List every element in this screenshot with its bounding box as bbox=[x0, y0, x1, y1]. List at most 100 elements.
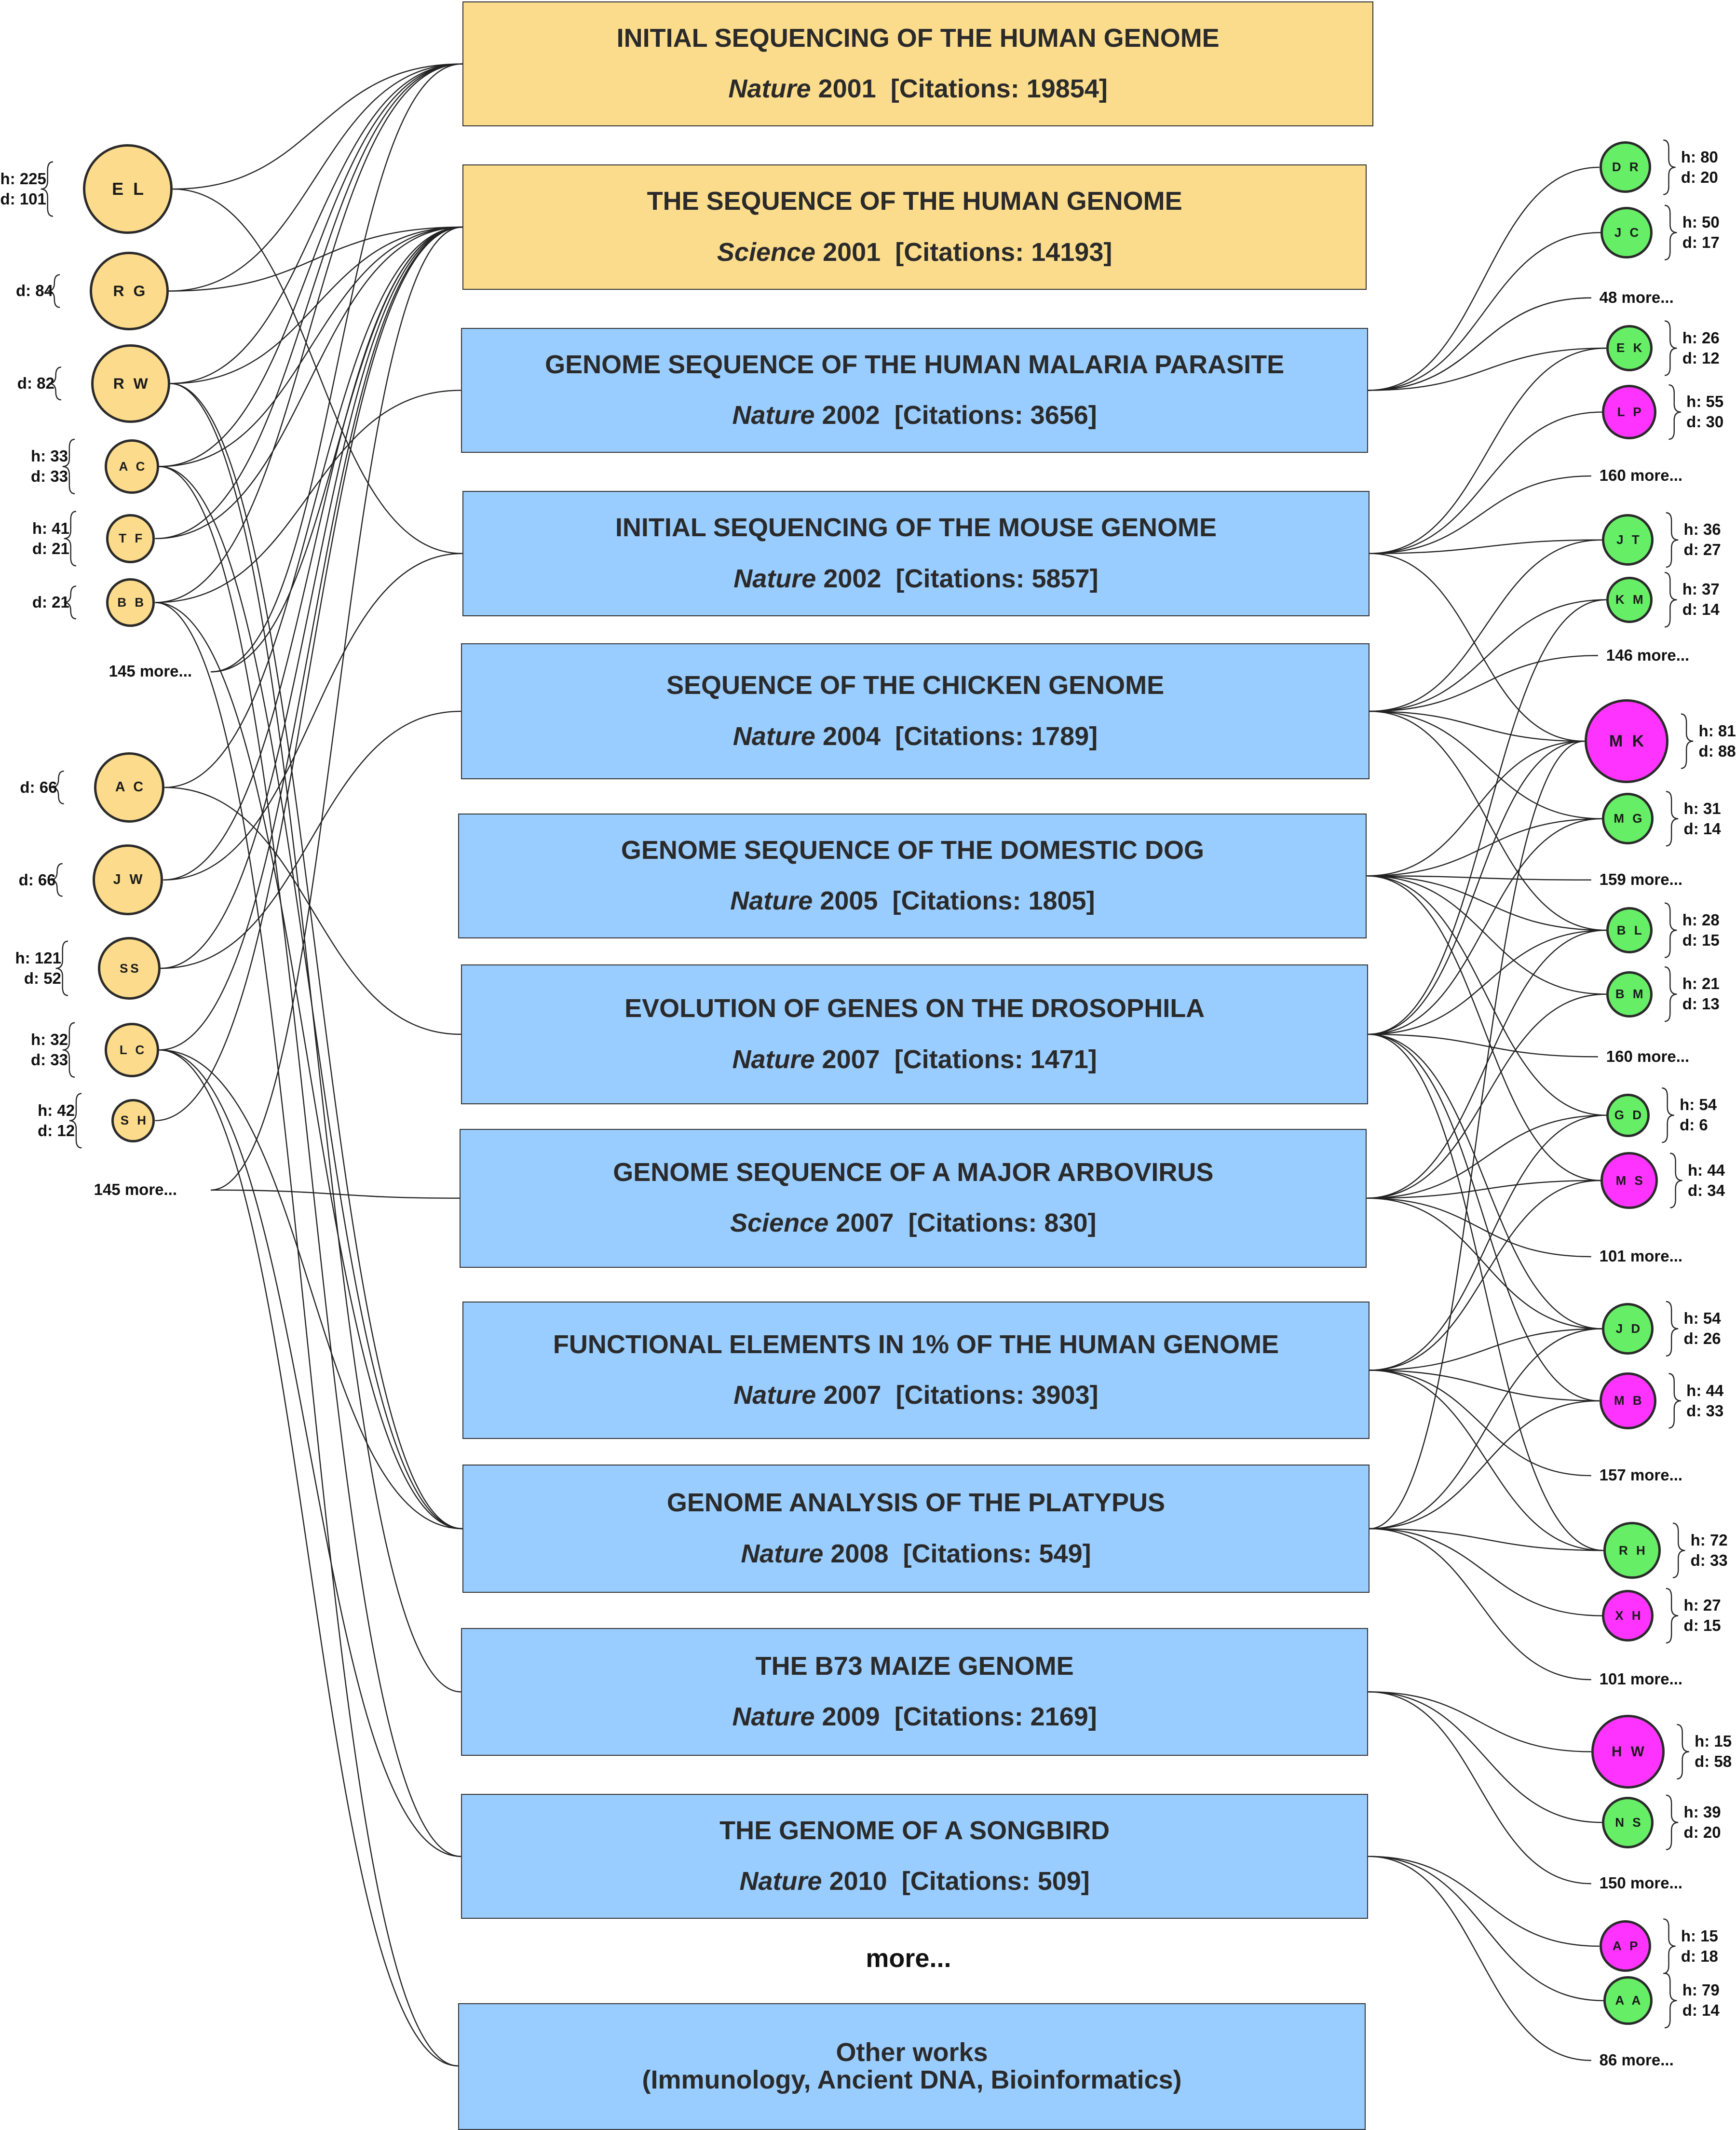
paper-journal: Nature bbox=[733, 1381, 816, 1410]
paper-meta: Nature 2002 [Citations: 3656] bbox=[732, 400, 1097, 430]
author-node[interactable]: R H bbox=[1603, 1521, 1661, 1579]
connection-line bbox=[1370, 1528, 1602, 1616]
author-node[interactable]: L C bbox=[105, 1022, 159, 1077]
author-degree: d: 6 bbox=[1680, 1116, 1708, 1134]
paper-citations: [Citations: 830] bbox=[908, 1208, 1097, 1238]
paper-year: 2008 bbox=[830, 1539, 889, 1568]
author-node[interactable]: B M bbox=[1606, 971, 1653, 1018]
connection-line bbox=[168, 63, 462, 292]
connection-line bbox=[164, 787, 461, 1035]
connection-line bbox=[1370, 710, 1585, 742]
paper-title: GENOME SEQUENCE OF THE HUMAN MALARIA PAR… bbox=[545, 350, 1285, 379]
paper-year: 2002 bbox=[822, 401, 880, 430]
more-authors-label: 86 more... bbox=[1599, 2051, 1674, 2069]
author-node[interactable]: N S bbox=[1602, 1796, 1654, 1848]
author-h-index: h: 33 bbox=[30, 447, 68, 465]
author-node[interactable]: J C bbox=[1600, 206, 1653, 258]
author-node[interactable]: R W bbox=[91, 344, 170, 423]
more-authors-label: 146 more... bbox=[1606, 646, 1690, 664]
paper-year: 2010 bbox=[829, 1867, 887, 1896]
author-node[interactable]: M B bbox=[1599, 1372, 1657, 1430]
connection-line bbox=[173, 188, 462, 555]
author-node[interactable]: S H bbox=[111, 1099, 155, 1143]
stat-brace bbox=[1664, 1973, 1677, 2029]
paper-journal: Nature bbox=[732, 721, 815, 751]
author-degree: d: 14 bbox=[1682, 600, 1720, 619]
connection-line bbox=[1370, 539, 1602, 555]
author-node[interactable]: E L bbox=[83, 144, 173, 234]
author-node[interactable]: SS bbox=[98, 937, 161, 1000]
author-h-index: h: 41 bbox=[32, 519, 69, 537]
stat-brace bbox=[41, 161, 54, 217]
author-node[interactable]: M K bbox=[1584, 699, 1669, 784]
author-node[interactable]: J T bbox=[1602, 514, 1654, 566]
author-node[interactable]: M G bbox=[1602, 793, 1654, 845]
author-node[interactable]: E K bbox=[1606, 325, 1653, 371]
connection-line bbox=[1367, 993, 1606, 1199]
author-degree: d: 21 bbox=[32, 539, 69, 557]
paper-year: 2004 bbox=[822, 721, 881, 751]
author-node[interactable]: M S bbox=[1600, 1152, 1658, 1209]
author-degree: d: 34 bbox=[1687, 1181, 1725, 1199]
author-h-index: h: 72 bbox=[1690, 1531, 1728, 1549]
author-node[interactable]: T F bbox=[106, 514, 155, 563]
paper-citations: [Citations: 14193] bbox=[895, 237, 1112, 267]
connection-line bbox=[159, 226, 462, 467]
author-node[interactable]: R G bbox=[90, 251, 169, 331]
connection-line bbox=[1368, 740, 1585, 1035]
author-node[interactable]: A C bbox=[94, 752, 165, 823]
connection-line bbox=[173, 63, 462, 190]
author-node[interactable]: J W bbox=[92, 844, 163, 916]
paper-box[interactable]: FUNCTIONAL ELEMENTS IN 1% OF THE HUMAN G… bbox=[462, 1302, 1370, 1439]
connection-line bbox=[1368, 1856, 1591, 2061]
author-h-index: h: 32 bbox=[30, 1030, 68, 1048]
more-authors-label: 101 more... bbox=[1599, 1247, 1683, 1265]
author-node[interactable]: K M bbox=[1606, 576, 1653, 623]
connection-line bbox=[160, 226, 462, 969]
author-node[interactable]: J D bbox=[1602, 1302, 1654, 1355]
author-h-index: h: 44 bbox=[1687, 1161, 1725, 1179]
author-node[interactable]: L P bbox=[1602, 385, 1657, 439]
author-node[interactable]: A C bbox=[105, 439, 159, 494]
author-degree: d: 101 bbox=[0, 190, 46, 208]
stat-brace bbox=[1668, 1373, 1681, 1429]
paper-box[interactable]: GENOME SEQUENCE OF THE HUMAN MALARIA PAR… bbox=[461, 327, 1369, 453]
connection-line bbox=[1368, 929, 1606, 1035]
connection-line bbox=[155, 226, 462, 1122]
author-node[interactable]: D R bbox=[1599, 141, 1651, 193]
connection-line bbox=[170, 383, 461, 1693]
author-node[interactable]: H W bbox=[1591, 1715, 1665, 1789]
other-works-box[interactable]: Other works(Immunology, Ancient DNA, Bio… bbox=[458, 2003, 1366, 2130]
author-degree: d: 84 bbox=[15, 282, 53, 300]
author-node[interactable]: B B bbox=[106, 578, 155, 627]
author-node[interactable]: G D bbox=[1606, 1093, 1650, 1137]
more-papers-label: more... bbox=[866, 1944, 951, 1973]
connection-line bbox=[211, 63, 462, 673]
author-node[interactable]: B L bbox=[1606, 907, 1653, 953]
author-node[interactable]: A A bbox=[1603, 1976, 1653, 2025]
connection-line bbox=[1370, 1528, 1604, 1551]
stat-brace bbox=[1666, 1794, 1679, 1850]
paper-citations: [Citations: 19854] bbox=[890, 74, 1108, 104]
paper-meta: Nature 2004 [Citations: 1789] bbox=[733, 721, 1098, 751]
author-node[interactable]: X H bbox=[1602, 1589, 1654, 1642]
author-h-index: h: 15 bbox=[1695, 1732, 1732, 1750]
connection-line bbox=[1370, 599, 1606, 712]
author-node[interactable]: A P bbox=[1599, 1920, 1651, 1972]
